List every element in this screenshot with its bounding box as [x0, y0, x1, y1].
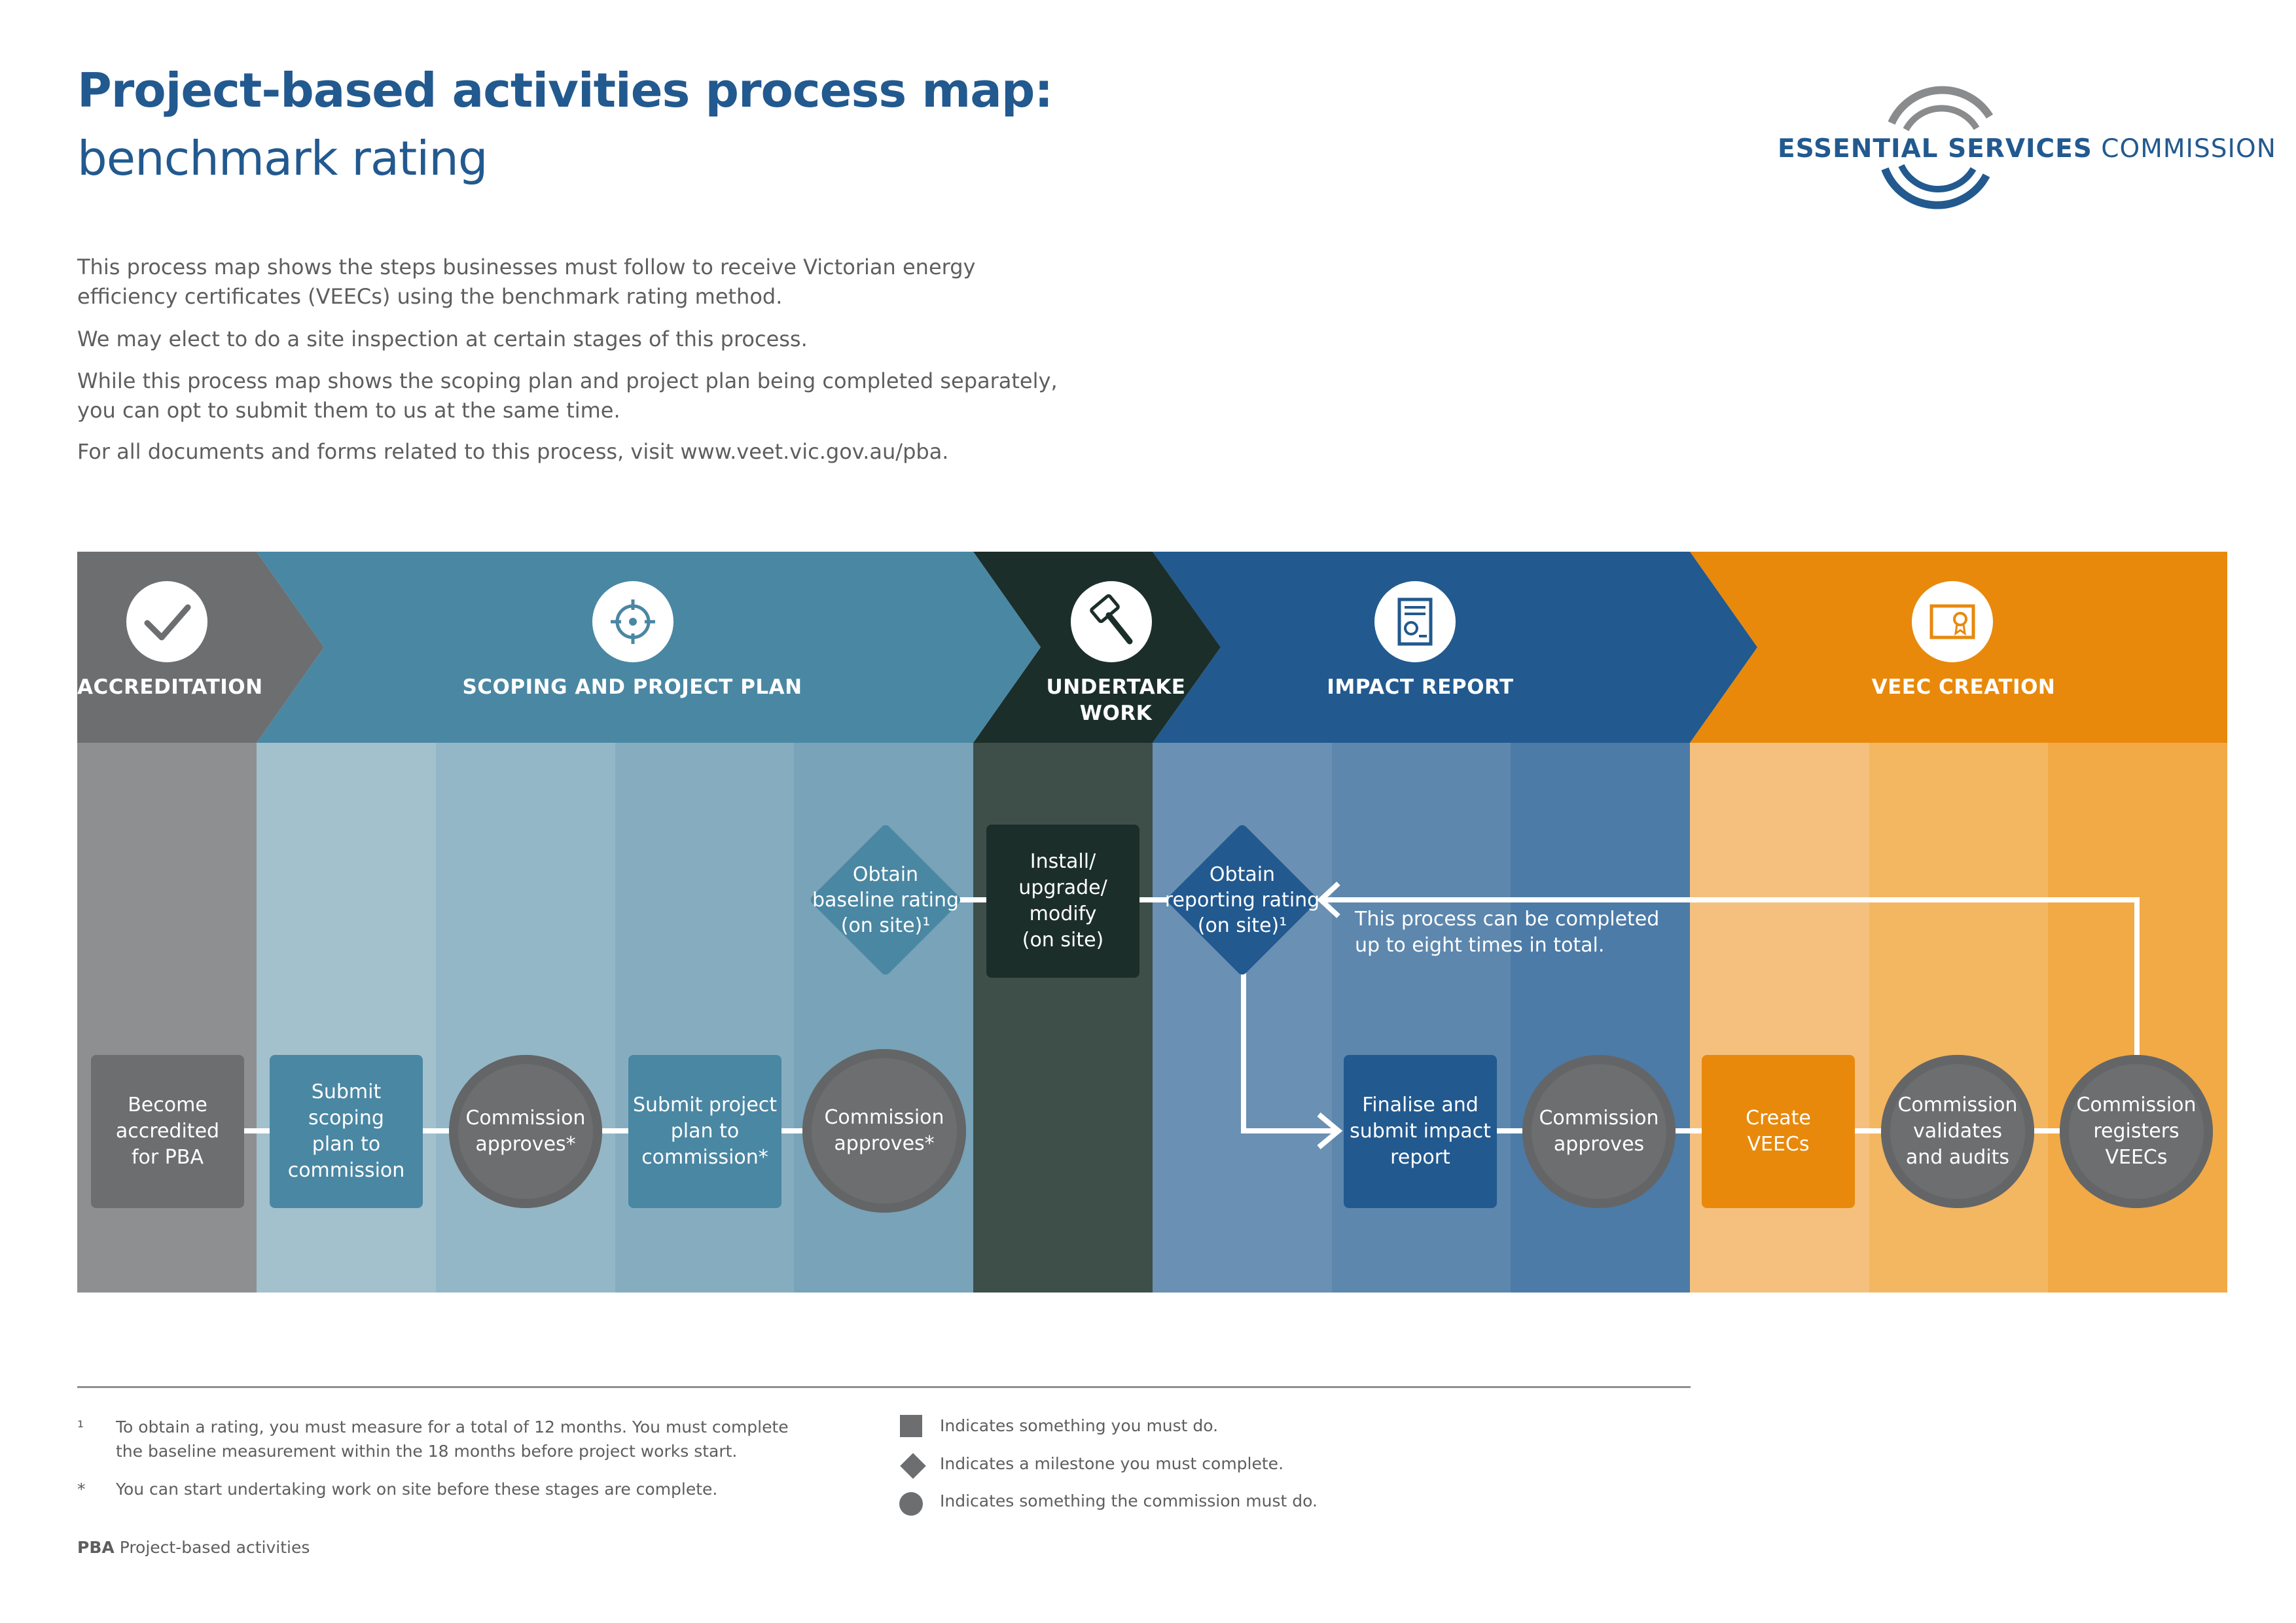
- impact-column-2: [1332, 743, 1511, 1293]
- checkmark-icon: [126, 581, 207, 662]
- milestone-baseline-rating-label: Obtain baseline rating (on site)¹: [812, 863, 960, 937]
- arrowhead-icon: [1317, 1112, 1343, 1150]
- step-commission-validates: Commission validates and audits: [1881, 1055, 2034, 1208]
- scoping-column-3: [615, 743, 794, 1293]
- loop-connector: [1322, 897, 2140, 1057]
- intro-paragraph-3: While this process map shows the scoping…: [77, 368, 1058, 423]
- intro-paragraph-2: We may elect to do a site inspection at …: [77, 327, 808, 351]
- commission-logo-icon: [1881, 86, 1994, 209]
- intro-paragraph-1: This process map shows the steps busines…: [77, 255, 976, 309]
- arrowhead-icon: [1317, 882, 1340, 918]
- step-commission-registers: Commission registers VEECs: [2060, 1055, 2213, 1208]
- legend-square-icon: [900, 1415, 922, 1437]
- accreditation-column: [77, 743, 257, 1293]
- phase-label-scoping: SCOPING AND PROJECT PLAN: [462, 675, 802, 699]
- scoping-column-1: [257, 743, 436, 1293]
- milestone-reporting-rating-label: Obtain reporting rating (on site)¹: [1164, 863, 1320, 937]
- legend-circle-text: Indicates something the commission must …: [940, 1491, 1318, 1510]
- report-icon: [1374, 581, 1456, 662]
- hammer-icon: [1071, 581, 1152, 662]
- abbreviation-key: PBA Project-based activities: [77, 1538, 310, 1557]
- phase-label-undertake: UNDERTAKE WORK: [1046, 675, 1186, 725]
- footer-divider: [77, 1386, 1691, 1388]
- legend-circle-icon: [899, 1492, 923, 1516]
- step-submit-project-plan: Submit project plan to commission*: [628, 1055, 781, 1208]
- step-create-veecs: Create VEECs: [1702, 1055, 1855, 1208]
- step-finalise-impact-report: Finalise and submit impact report: [1344, 1055, 1497, 1208]
- page-subtitle: benchmark rating: [77, 131, 488, 186]
- step-commission-approves-scoping: Commission approves*: [449, 1055, 602, 1208]
- veec-column-2: [1869, 743, 2048, 1293]
- legend-square-text: Indicates something you must do.: [940, 1416, 1219, 1435]
- intro-paragraph-4: For all documents and forms related to t…: [77, 439, 949, 464]
- page-title: Project-based activities process map:: [77, 63, 1053, 118]
- step-submit-scoping-plan: Submit scoping plan to commission: [270, 1055, 423, 1208]
- footnote-2-mark: *: [77, 1480, 86, 1499]
- target-icon: [592, 581, 673, 662]
- footnote-2-text: You can start undertaking work on site b…: [116, 1480, 718, 1499]
- commission-logo-text: ESSENTIAL SERVICES COMMISSION: [1778, 134, 2276, 164]
- step-commission-approves-project: Commission approves*: [802, 1049, 966, 1213]
- scoping-column-2: [436, 743, 615, 1293]
- footnote-1-text: To obtain a rating, you must measure for…: [116, 1418, 789, 1461]
- loop-note: This process can be completed up to eigh…: [1355, 908, 1660, 957]
- legend-diamond-text: Indicates a milestone you must complete.: [940, 1454, 1284, 1473]
- certificate-icon: [1912, 581, 1993, 662]
- step-become-accredited: Become accredited for PBA: [91, 1055, 244, 1208]
- step-commission-approves-report: Commission approves: [1522, 1055, 1676, 1208]
- footnote-1-mark: ¹: [77, 1418, 84, 1436]
- connector-line: [1241, 969, 1335, 1133]
- phase-label-impact: IMPACT REPORT: [1327, 675, 1514, 699]
- veec-column-1: [1690, 743, 1869, 1293]
- step-install-upgrade: Install/ upgrade/ modify (on site): [986, 825, 1139, 978]
- phase-label-veec: VEEC CREATION: [1871, 675, 2056, 699]
- impact-phase-header: [1153, 552, 1757, 743]
- impact-column-3: [1511, 743, 1690, 1293]
- phase-label-accreditation: ACCREDITATION: [77, 675, 263, 699]
